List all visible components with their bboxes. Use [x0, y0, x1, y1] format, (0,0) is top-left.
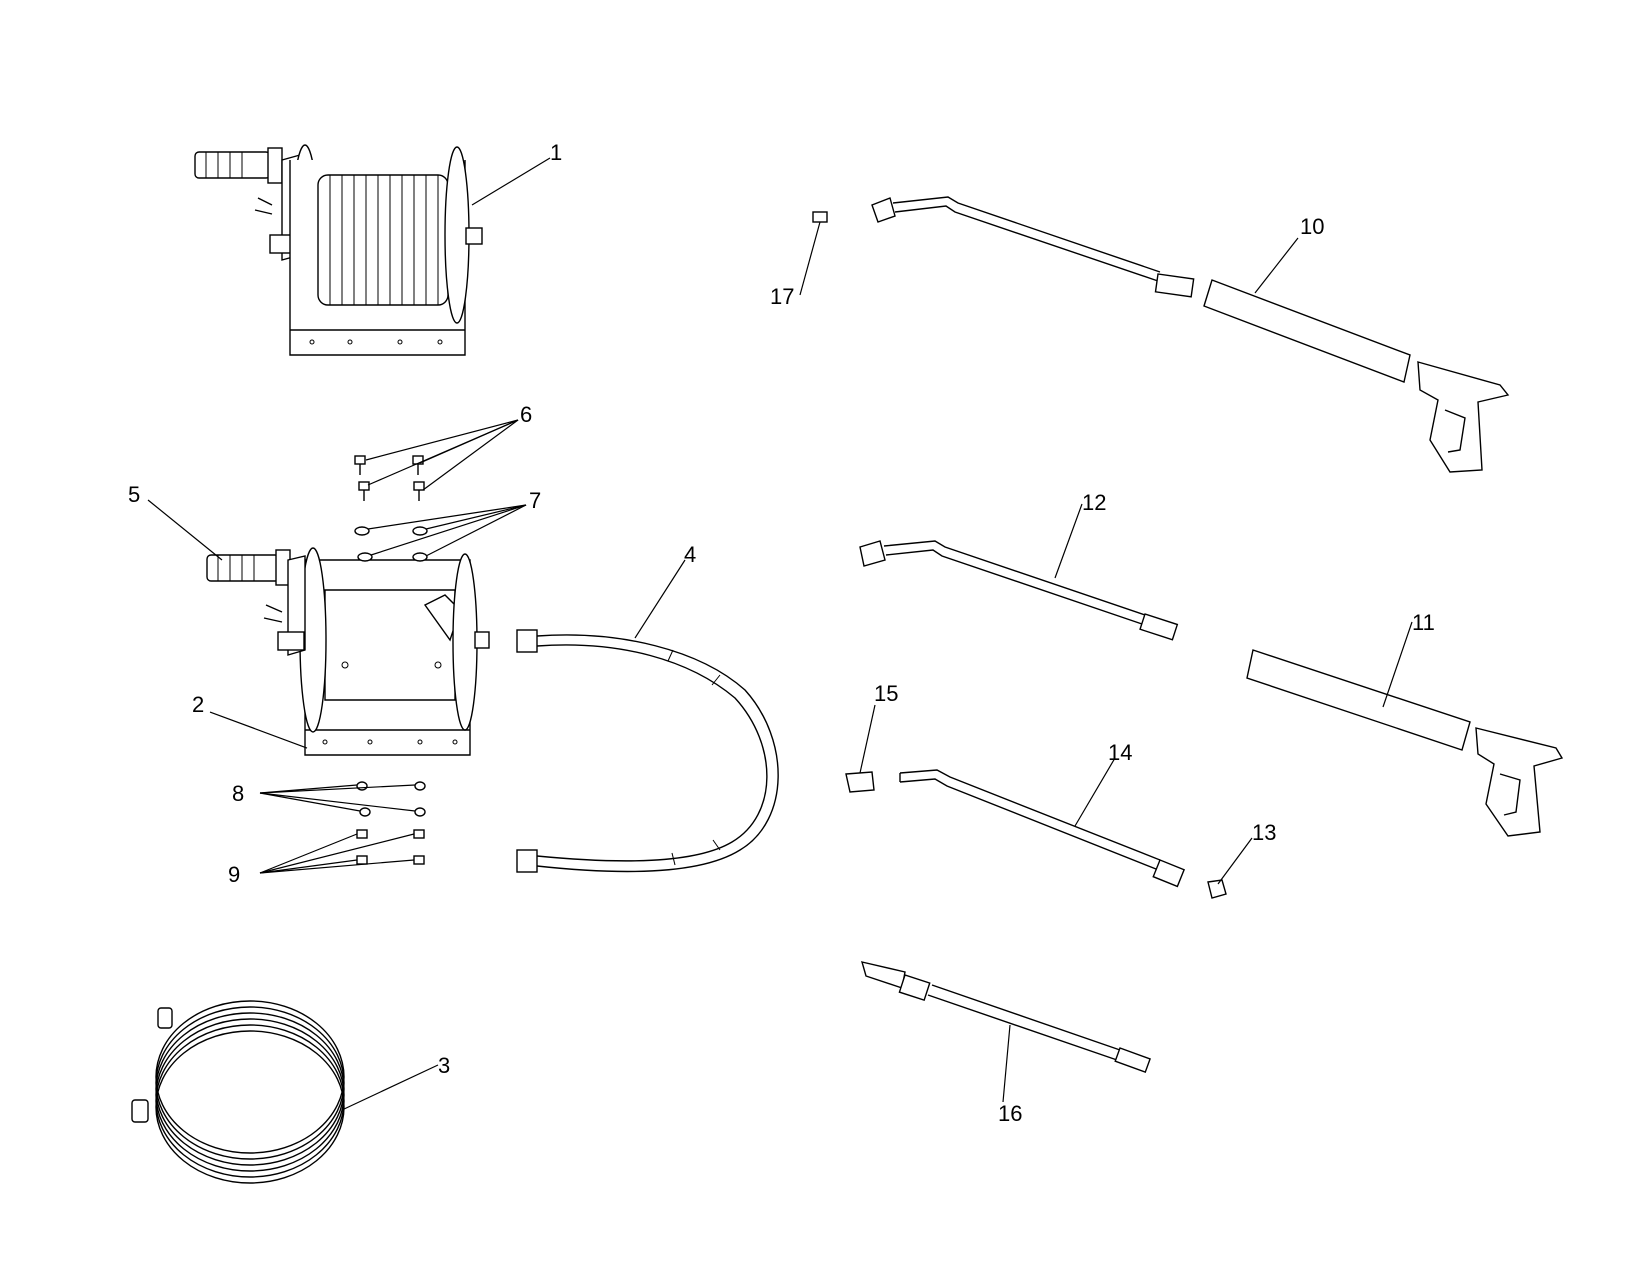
- callout-4: 4: [684, 542, 696, 567]
- callout-15: 15: [874, 681, 898, 706]
- part-14-lance: [899, 769, 1186, 888]
- callout-1: 1: [550, 140, 562, 165]
- callout-5: 5: [128, 482, 140, 507]
- part-17-small-nozzle: [812, 211, 828, 223]
- callout-11: 11: [1412, 610, 1435, 635]
- part-2-reel-frame: [299, 547, 490, 756]
- callout-14: 14: [1108, 740, 1132, 765]
- callout-13: 13: [1252, 820, 1276, 845]
- part-12-lance: [859, 540, 1179, 641]
- part-4-connector-hose: [516, 629, 779, 873]
- callout-16: 16: [998, 1101, 1022, 1126]
- part-7-washers: [354, 526, 428, 562]
- part-6-bolts: [354, 455, 425, 501]
- callout-10: 10: [1300, 214, 1324, 239]
- callout-12: 12: [1082, 490, 1106, 515]
- callout-2: 2: [192, 692, 204, 717]
- part-13-nozzle-tip: [1207, 879, 1227, 899]
- callout-numbers: 1 2 3 4 5 6 7 8 9 10 11 12 13 14 15 16 1…: [128, 140, 1435, 1126]
- part-5-crank-handle: [206, 549, 306, 656]
- part-10-spray-gun-with-lance: [871, 196, 1510, 473]
- callout-9: 9: [228, 862, 240, 887]
- part-1-hose-reel-assembly: [194, 144, 483, 356]
- leader-lines: [147, 157, 1413, 1111]
- part-3-coiled-hose: [131, 1000, 345, 1184]
- callout-3: 3: [438, 1053, 450, 1078]
- callout-7: 7: [529, 488, 541, 513]
- part-16-turbo-lance: [861, 961, 1151, 1073]
- part-9-nuts: [356, 829, 425, 865]
- callout-8: 8: [232, 781, 244, 806]
- callout-6: 6: [520, 402, 532, 427]
- callout-17: 17: [770, 284, 794, 309]
- part-11-spray-gun: [1246, 649, 1564, 837]
- part-15-nozzle: [845, 771, 875, 793]
